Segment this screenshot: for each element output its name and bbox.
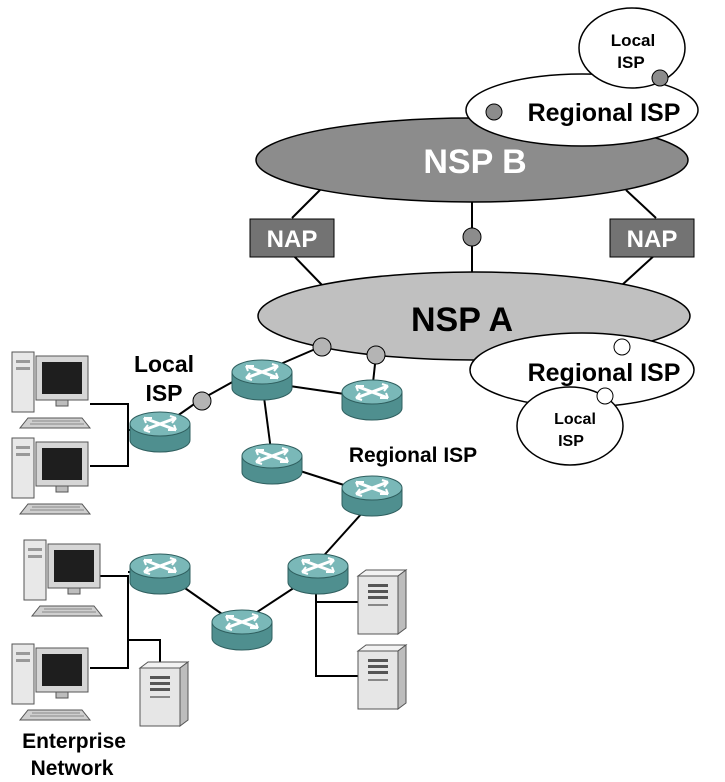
local-isp-top <box>578 7 686 89</box>
router-r2 <box>340 378 404 422</box>
router-local-isp <box>128 410 192 454</box>
nsp-a-label: NSP A <box>411 301 513 339</box>
enterprise-label-2: Network <box>31 757 114 780</box>
nsp-a-dot-right <box>366 345 386 365</box>
nap-right-label: NAP <box>627 226 678 253</box>
local-isp-top-label-1: Local <box>611 31 655 50</box>
local-isp-right <box>516 386 624 466</box>
nsp-a-dot-left <box>312 337 332 357</box>
desktop-pc-3 <box>23 539 103 617</box>
local-isp-left-label-2: ISP <box>145 380 182 406</box>
regional-isp-top-dot <box>485 103 503 121</box>
server-2 <box>357 644 407 710</box>
enterprise-label-1: Enterprise <box>22 730 126 753</box>
server-1 <box>357 569 407 635</box>
local-isp-right-label-1: Local <box>554 411 596 428</box>
server-enterprise <box>139 661 189 727</box>
local-isp-top-dot <box>651 69 669 87</box>
regional-isp-right-label: Regional ISP <box>528 359 681 387</box>
local-isp-left-dot <box>192 391 212 411</box>
local-isp-right-dot <box>596 387 614 405</box>
router-r4 <box>340 474 404 518</box>
desktop-pc-1 <box>11 351 91 429</box>
regional-isp-right-dot <box>613 338 631 356</box>
local-isp-left-label-1: Local <box>134 351 194 377</box>
nap-right-box <box>609 218 695 258</box>
local-isp-right-label-2: ISP <box>558 433 584 450</box>
regional-isp-mid-label: Regional ISP <box>349 444 477 467</box>
nsp-b-label: NSP B <box>423 143 526 181</box>
local-isp-top-label-2: ISP <box>617 53 644 72</box>
router-enterprise <box>128 552 192 596</box>
nsp-peering-dot <box>462 227 482 247</box>
desktop-pc-2 <box>11 437 91 515</box>
router-r6 <box>210 608 274 652</box>
regional-isp-top-label: Regional ISP <box>528 99 681 127</box>
nap-left-label: NAP <box>267 226 318 253</box>
nap-left-box <box>249 218 335 258</box>
router-r5 <box>286 552 350 596</box>
regional-isp-top <box>465 73 699 147</box>
router-r1 <box>230 358 294 402</box>
router-r3 <box>240 442 304 486</box>
desktop-pc-4 <box>11 643 91 721</box>
